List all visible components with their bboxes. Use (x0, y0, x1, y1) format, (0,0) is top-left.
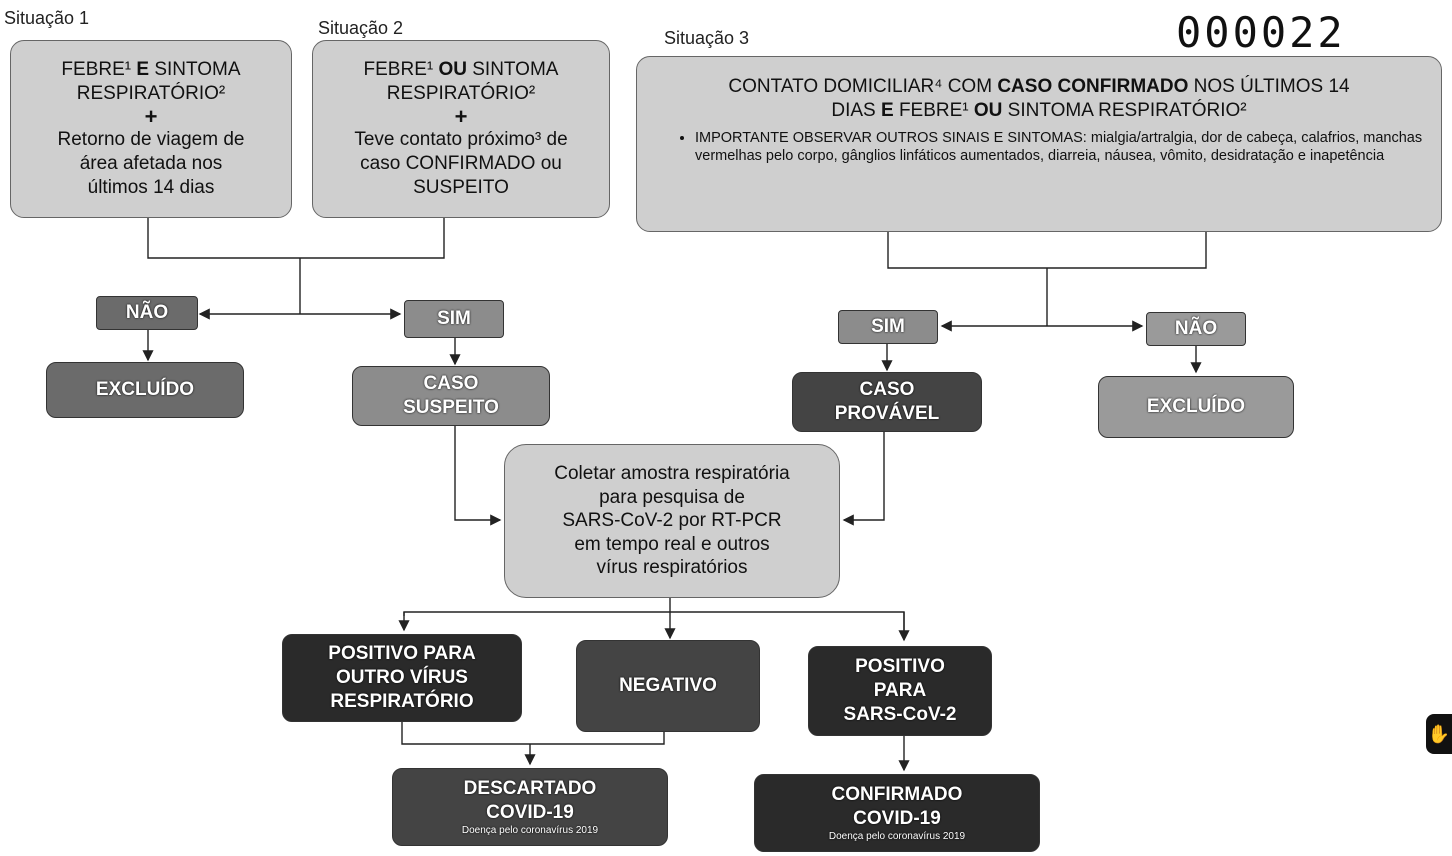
box-situacao-3: CONTATO DOMICILIAR⁴ COM CASO CONFIRMADO … (636, 56, 1442, 232)
box-situacao-1: FEBRE¹ E SINTOMA RESPIRATÓRIO² + Retorno… (10, 40, 292, 218)
label-situacao-3: Situação 3 (664, 28, 750, 48)
label-situacao-1: Situação 1 (4, 8, 90, 28)
box-coletar-amostra: Coletar amostra respiratória para pesqui… (504, 444, 840, 598)
tag-nao-right: NÃO (1146, 312, 1246, 346)
accessibility-hand-icon[interactable]: ✋ (1426, 714, 1452, 754)
tag-sim-left: SIM (404, 300, 504, 338)
box-excluido-left: EXCLUÍDO (46, 362, 244, 418)
important-item: IMPORTANTE OBSERVAR OUTROS SINAIS E SINT… (695, 129, 1441, 165)
box-situacao-2: FEBRE¹ OU SINTOMA RESPIRATÓRIO² + Teve c… (312, 40, 610, 218)
box-excluido-right: EXCLUÍDO (1098, 376, 1294, 438)
tag-nao-left: NÃO (96, 296, 198, 330)
important-list: IMPORTANTE OBSERVAR OUTROS SINAIS E SINT… (637, 129, 1441, 165)
tag-sim-right: SIM (838, 310, 938, 344)
box-negativo: NEGATIVO (576, 640, 760, 732)
label-situacao-2: Situação 2 (318, 18, 404, 38)
page-stamp: 000022 (1176, 8, 1346, 57)
